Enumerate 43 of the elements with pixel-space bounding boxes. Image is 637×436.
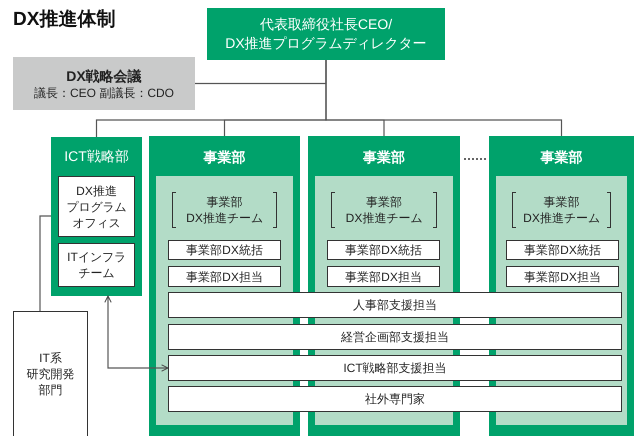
committee-members: 議長：CEO 副議長：CDO	[34, 84, 174, 100]
box-label: 社外専門家	[365, 391, 425, 408]
department-panel	[51, 137, 142, 296]
committee-title: DX戦略会議	[66, 66, 142, 84]
team-box	[58, 243, 135, 287]
arrow	[104, 296, 168, 372]
box-label: 代表取締役社長CEO/DX推進プログラムディレクター	[225, 15, 427, 53]
support-bar	[168, 386, 622, 412]
box-label: 経営企画部支援担当	[341, 329, 449, 346]
team-heading: 事業部DX推進チーム	[522, 194, 601, 226]
box-label: 事業部DX統括	[345, 242, 422, 258]
team-box	[506, 266, 619, 287]
panel-heading: 事業部	[202, 148, 246, 166]
executive-box	[207, 8, 445, 60]
team-heading: 事業部DX推進チーム	[344, 194, 424, 226]
connector-line	[39, 215, 51, 311]
team-box	[327, 266, 440, 287]
box-label: 事業部DX担当	[345, 268, 422, 284]
box-label: IT系研究開発部門	[26, 350, 74, 398]
box-label: DX推進プログラムオフィス	[66, 182, 126, 230]
box-label: 事業部DX担当	[524, 268, 601, 284]
connector-line	[325, 60, 562, 136]
department-box	[13, 311, 88, 436]
box-label: ITインフラチーム	[67, 249, 126, 281]
team-box	[506, 240, 619, 260]
box-label: 事業部DX統括	[524, 242, 601, 258]
support-bar	[168, 292, 622, 318]
diagram-title: DX推進体制	[13, 8, 116, 32]
team-box	[327, 240, 440, 260]
panel-heading: 事業部	[540, 148, 584, 166]
panel-heading: 事業部	[362, 148, 406, 166]
box-label: ICT戦略部支援担当	[343, 360, 447, 377]
support-bar	[168, 355, 622, 381]
support-bar	[168, 324, 622, 350]
committee-box	[13, 57, 195, 110]
box-label: 人事部支援担当	[353, 297, 437, 314]
box-label: 事業部DX担当	[186, 268, 263, 284]
team-heading: 事業部DX推進チーム	[185, 194, 264, 226]
box-label: 事業部DX統括	[186, 242, 263, 258]
team-box	[58, 176, 135, 237]
team-box	[168, 266, 281, 287]
team-box	[168, 240, 281, 260]
panel-heading: ICT戦略部	[63, 147, 130, 165]
